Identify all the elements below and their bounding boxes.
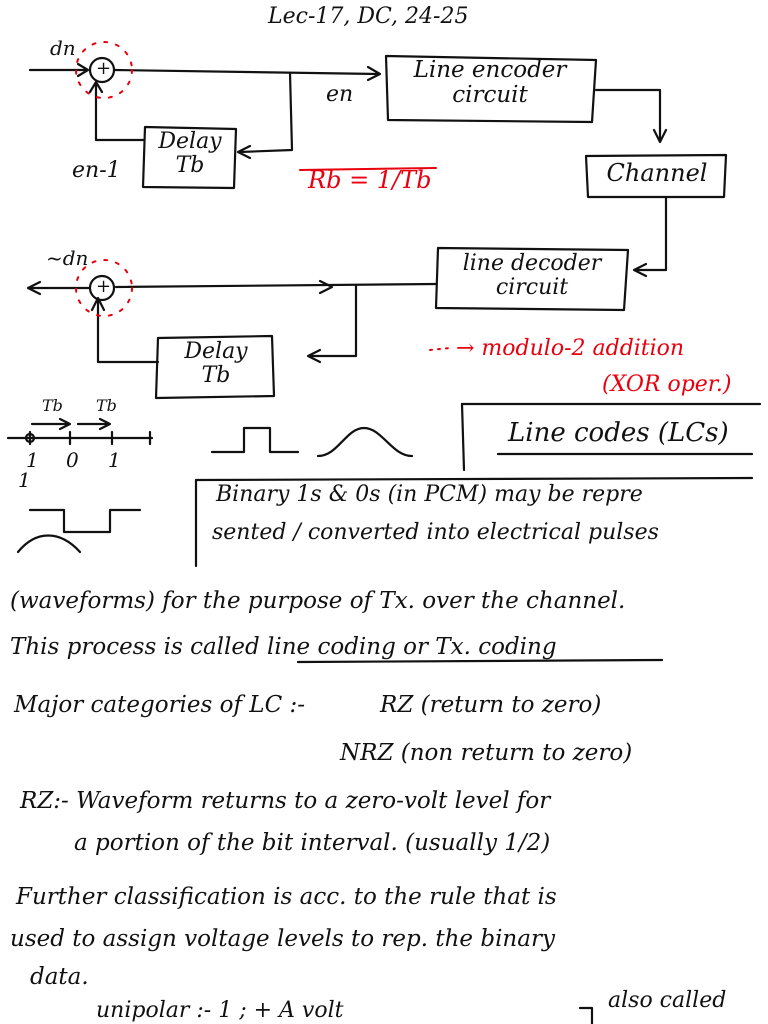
red-dotted-circle-1 <box>75 41 133 99</box>
square-wave <box>28 508 142 534</box>
channel-label: Channel <box>606 159 708 187</box>
section-title: Line codes (LCs) <box>508 418 729 448</box>
channel-block <box>584 153 728 199</box>
delay-block-2-label: Delay Tb <box>160 339 272 389</box>
adder-symbol-2: + <box>96 276 112 297</box>
notes-line-4: This process is called line coding or Tx… <box>10 634 557 660</box>
rect-pulse <box>210 426 300 454</box>
rate-formula: Rb = 1/Tb <box>308 166 432 194</box>
timeline-tb-2: Tb <box>96 396 117 415</box>
decoder-output-arrow <box>26 280 92 296</box>
category-nrz: NRZ (non return to zero) <box>340 740 633 766</box>
delay-2-line2: Tb <box>201 363 231 389</box>
timeline-bit-2: 0 <box>66 448 79 472</box>
intro-line-2: sented / converted into electrical pulse… <box>212 520 659 545</box>
delay-block-2 <box>154 334 276 400</box>
rate-underline <box>299 167 437 171</box>
encoder-to-channel <box>594 88 668 144</box>
notes-line-3: (waveforms) for the purpose of Tx. over … <box>10 588 626 614</box>
feedback-return <box>88 80 145 142</box>
decoder-line1: line decoder <box>462 251 602 276</box>
further-line-1: Further classification is acc. to the ru… <box>16 884 557 910</box>
red-dotted-circle-2 <box>75 259 133 317</box>
rz-def-line-1: RZ:- Waveform returns to a zero-volt lev… <box>20 788 551 814</box>
delay-block-1-label: Delay Tb <box>146 129 234 179</box>
notes-border-mid <box>194 476 754 482</box>
decoder-output-label: ~dn <box>46 246 89 270</box>
encoder-block-label: Line encoder circuit <box>390 57 590 109</box>
encoder-output-label: en <box>326 82 354 107</box>
timeline-bit-3: 1 <box>108 448 121 472</box>
rz-def-line-2: a portion of the bit interval. (usually … <box>74 830 551 856</box>
further-line-3: data. <box>30 964 89 990</box>
notes-line-4-prefix: This process is called <box>10 634 268 660</box>
timeline-ticks <box>28 430 152 446</box>
decoder-tap <box>306 284 358 364</box>
delay-block-1 <box>141 125 238 190</box>
encoder-block <box>384 54 598 124</box>
timeline-tb-1: Tb <box>42 396 63 415</box>
decoder-to-adder <box>114 279 438 295</box>
half-sine <box>16 534 82 554</box>
decoder-block <box>434 246 630 312</box>
legend-text: → modulo-2 addition <box>456 336 685 361</box>
categories-label: Major categories of LC :- <box>14 692 306 718</box>
intro-line-1: Binary 1s & 0s (in PCM) may be repre <box>216 482 643 507</box>
timeline-start-label: 1 <box>18 468 31 492</box>
bell-pulse <box>316 426 414 458</box>
unipolar-line: unipolar :- 1 ; + A volt <box>96 998 344 1023</box>
also-called: also called <box>608 988 727 1013</box>
tb-arrow-2 <box>76 417 112 431</box>
notes-border-left-upper <box>460 402 466 472</box>
channel-to-decoder <box>632 196 668 278</box>
underline-line-coding <box>296 658 664 664</box>
decoder-block-label: line decoder circuit <box>440 251 624 301</box>
input-label-dn: dn <box>50 36 76 60</box>
input-arrow <box>28 62 90 78</box>
delay-1-line2: Tb <box>175 153 205 179</box>
adder-to-encoder-line <box>112 65 382 82</box>
bottom-bracket <box>578 1006 594 1024</box>
delay-1-line1: Delay <box>158 129 222 154</box>
decoder-feedback <box>90 296 160 364</box>
legend-dotted-mark <box>429 347 451 351</box>
notes-line-4-emph: line coding or Tx. coding <box>267 634 557 660</box>
delay-2-line1: Delay <box>184 339 248 364</box>
page-title: Lec-17, DC, 24-25 <box>268 4 469 29</box>
timeline-bit-1: 1 <box>26 448 39 472</box>
category-rz: RZ (return to zero) <box>380 692 602 718</box>
feedback-tap <box>236 71 294 160</box>
encoder-line2: circuit <box>452 82 528 109</box>
further-line-2: used to assign voltage levels to rep. th… <box>10 926 555 952</box>
tb-arrow-1 <box>30 417 72 431</box>
legend-text2: (XOR oper.) <box>602 372 732 397</box>
decoder-line2: circuit <box>495 275 569 301</box>
feedback-label: en-1 <box>72 158 121 183</box>
encoder-line1: Line encoder <box>413 57 567 83</box>
adder-symbol-1: + <box>96 58 112 79</box>
